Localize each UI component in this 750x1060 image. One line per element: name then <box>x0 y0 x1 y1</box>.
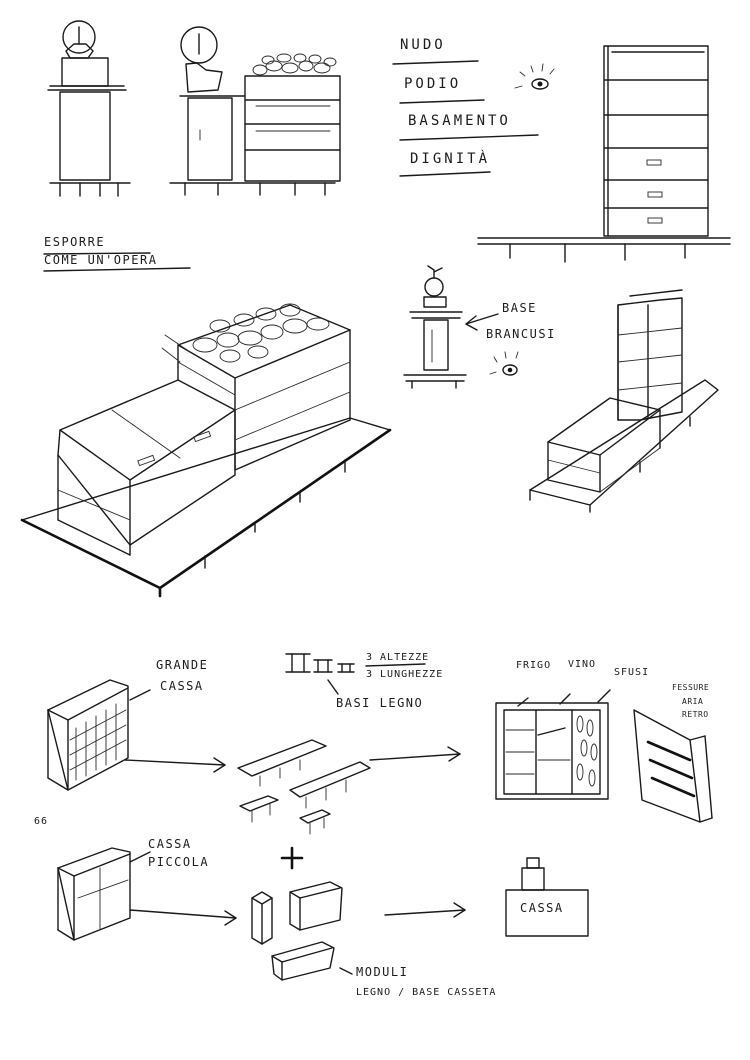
concept-word-dignita: DIGNITÀ <box>410 151 491 167</box>
brancusi-base-sketch <box>403 265 499 389</box>
air-slots-panel <box>633 709 713 823</box>
modules-label-line2: LEGNO / BASE CASSETA <box>356 987 497 998</box>
wood-bases-heights: 3 ALTEZZE <box>366 652 430 663</box>
wood-bases-sketch <box>237 739 461 835</box>
concept-underlines <box>392 60 539 177</box>
exhibit-underlines <box>43 252 191 272</box>
wood-modules-sketch <box>251 881 466 981</box>
section-label-bulk: SFUSI <box>614 667 650 678</box>
concept-word-nudo: NUDO <box>400 37 446 53</box>
small-case-label-line1: CASSA <box>148 837 192 851</box>
slots-label-line1: FESSURE <box>672 683 710 692</box>
small-case-label-line2: PICCOLA <box>148 855 210 869</box>
brancusi-label-line1: BASE <box>502 301 537 315</box>
pedestal-clock-sketch <box>47 20 131 197</box>
tall-shelf-sketch <box>477 45 731 263</box>
exhibit-note-line2: COME UN'OPERA <box>44 253 158 267</box>
modules-label-line1: MODULI <box>356 965 409 979</box>
wood-bases-title: BASI LEGNO <box>336 696 424 710</box>
wood-bases-lengths: 3 LUNGHEZZE <box>366 669 444 680</box>
eye-icon <box>514 63 555 90</box>
big-case-label-line2: CASSA <box>160 679 204 693</box>
store-front-sketch <box>495 689 611 800</box>
big-case-sketch <box>47 679 226 791</box>
concept-word-basamento: BASAMENTO <box>408 113 511 129</box>
exhibit-note-line1: ESPORRE <box>44 235 106 249</box>
shelf-display-perspective <box>529 289 719 513</box>
eye-icon <box>489 351 519 376</box>
brancusi-label-line2: BRANCUSI <box>486 327 556 341</box>
big-case-code: 66 <box>34 816 49 827</box>
slots-label-line2: ARIA <box>682 697 704 706</box>
checkout-label: CASSA <box>520 901 564 915</box>
concept-word-podio: PODIO <box>404 76 462 92</box>
checkout-counter-sketch <box>505 857 589 937</box>
slots-label-line3: RETRO <box>682 710 709 719</box>
height-profiles <box>285 653 426 695</box>
small-case-sketch <box>57 847 237 941</box>
section-label-wine: VINO <box>568 659 597 670</box>
pedestal-and-shelf-sketch <box>169 26 341 196</box>
big-case-label-line1: GRANDE <box>156 658 209 672</box>
section-label-fridge: FRIGO <box>516 660 552 671</box>
plus-icon <box>280 846 304 870</box>
large-display-perspective <box>20 303 392 598</box>
